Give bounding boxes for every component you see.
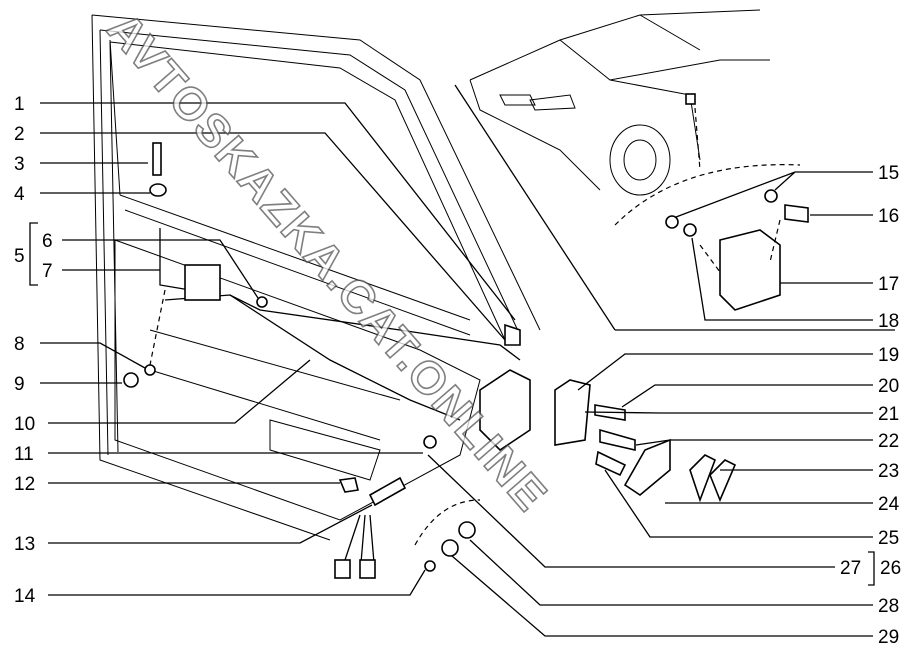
part-bushing-29: [441, 539, 459, 557]
label-12: 12: [14, 474, 35, 495]
label-13: 13: [14, 534, 35, 555]
part-lever-7: [184, 264, 221, 301]
car-illustration: [454, 9, 895, 331]
part-clip-8: [144, 364, 156, 376]
door-outline: [91, 14, 541, 541]
part-grommet-11: [423, 435, 437, 449]
part-screw-15b: [764, 189, 778, 203]
part-bushing-9: [123, 372, 139, 388]
label-26: 26: [880, 558, 901, 579]
part-screw-15a: [665, 215, 679, 229]
part-bushing-18: [683, 223, 697, 237]
label-15: 15: [878, 163, 899, 184]
label-18: 18: [878, 311, 899, 332]
part-bushing-28: [458, 521, 476, 539]
label-16: 16: [878, 206, 899, 227]
label-8: 8: [14, 334, 25, 355]
label-20: 20: [878, 376, 899, 397]
label-1: 1: [14, 94, 25, 115]
leader-lines: [29, 102, 875, 637]
part-plate-23: [689, 454, 717, 503]
part-bushing-4: [149, 183, 167, 197]
part-number-labels: 1 2 3 4 5 6 7 8 9 10 11 12 13 14 15 16 1…: [14, 94, 901, 648]
label-3: 3: [14, 154, 25, 175]
label-21: 21: [878, 404, 899, 425]
label-9: 9: [14, 374, 25, 395]
label-2: 2: [14, 124, 25, 145]
label-22: 22: [878, 431, 899, 452]
parts: [123, 142, 809, 579]
part-bushing-16: [784, 204, 809, 223]
car-lock-marker-icon: [685, 93, 696, 105]
label-23: 23: [878, 461, 899, 482]
part-lock-19: [479, 369, 531, 452]
label-10: 10: [14, 414, 35, 435]
label-6: 6: [42, 231, 53, 252]
label-29: 29: [878, 627, 899, 648]
part-striker-24: [623, 438, 671, 496]
svg-text:AVTOSKAZKA.CAT.ONLINE: AVTOSKAZKA.CAT.ONLINE: [97, 2, 558, 521]
part-switch-13: [368, 476, 407, 507]
part-bolt-3: [152, 142, 162, 176]
part-screw-22: [599, 428, 636, 452]
part-screw-25: [595, 450, 627, 477]
label-19: 19: [878, 345, 899, 366]
label-28: 28: [878, 596, 899, 617]
watermark: AVTOSKAZKA.CAT.ONLINE: [97, 2, 559, 523]
part-clip-12: [338, 477, 359, 493]
part-plate-23b: [709, 459, 737, 503]
part-clip-6: [256, 296, 268, 308]
label-7: 7: [42, 261, 53, 282]
label-4: 4: [14, 184, 25, 205]
part-lock-21: [554, 379, 591, 446]
label-17: 17: [878, 274, 899, 295]
label-5: 5: [14, 246, 25, 267]
part-actuator-17: [719, 229, 781, 311]
label-24: 24: [878, 494, 900, 515]
part-screw-14: [424, 560, 436, 572]
label-11: 11: [14, 444, 34, 465]
label-27: 27: [840, 558, 861, 579]
label-25: 25: [878, 528, 899, 549]
label-14: 14: [14, 586, 36, 607]
